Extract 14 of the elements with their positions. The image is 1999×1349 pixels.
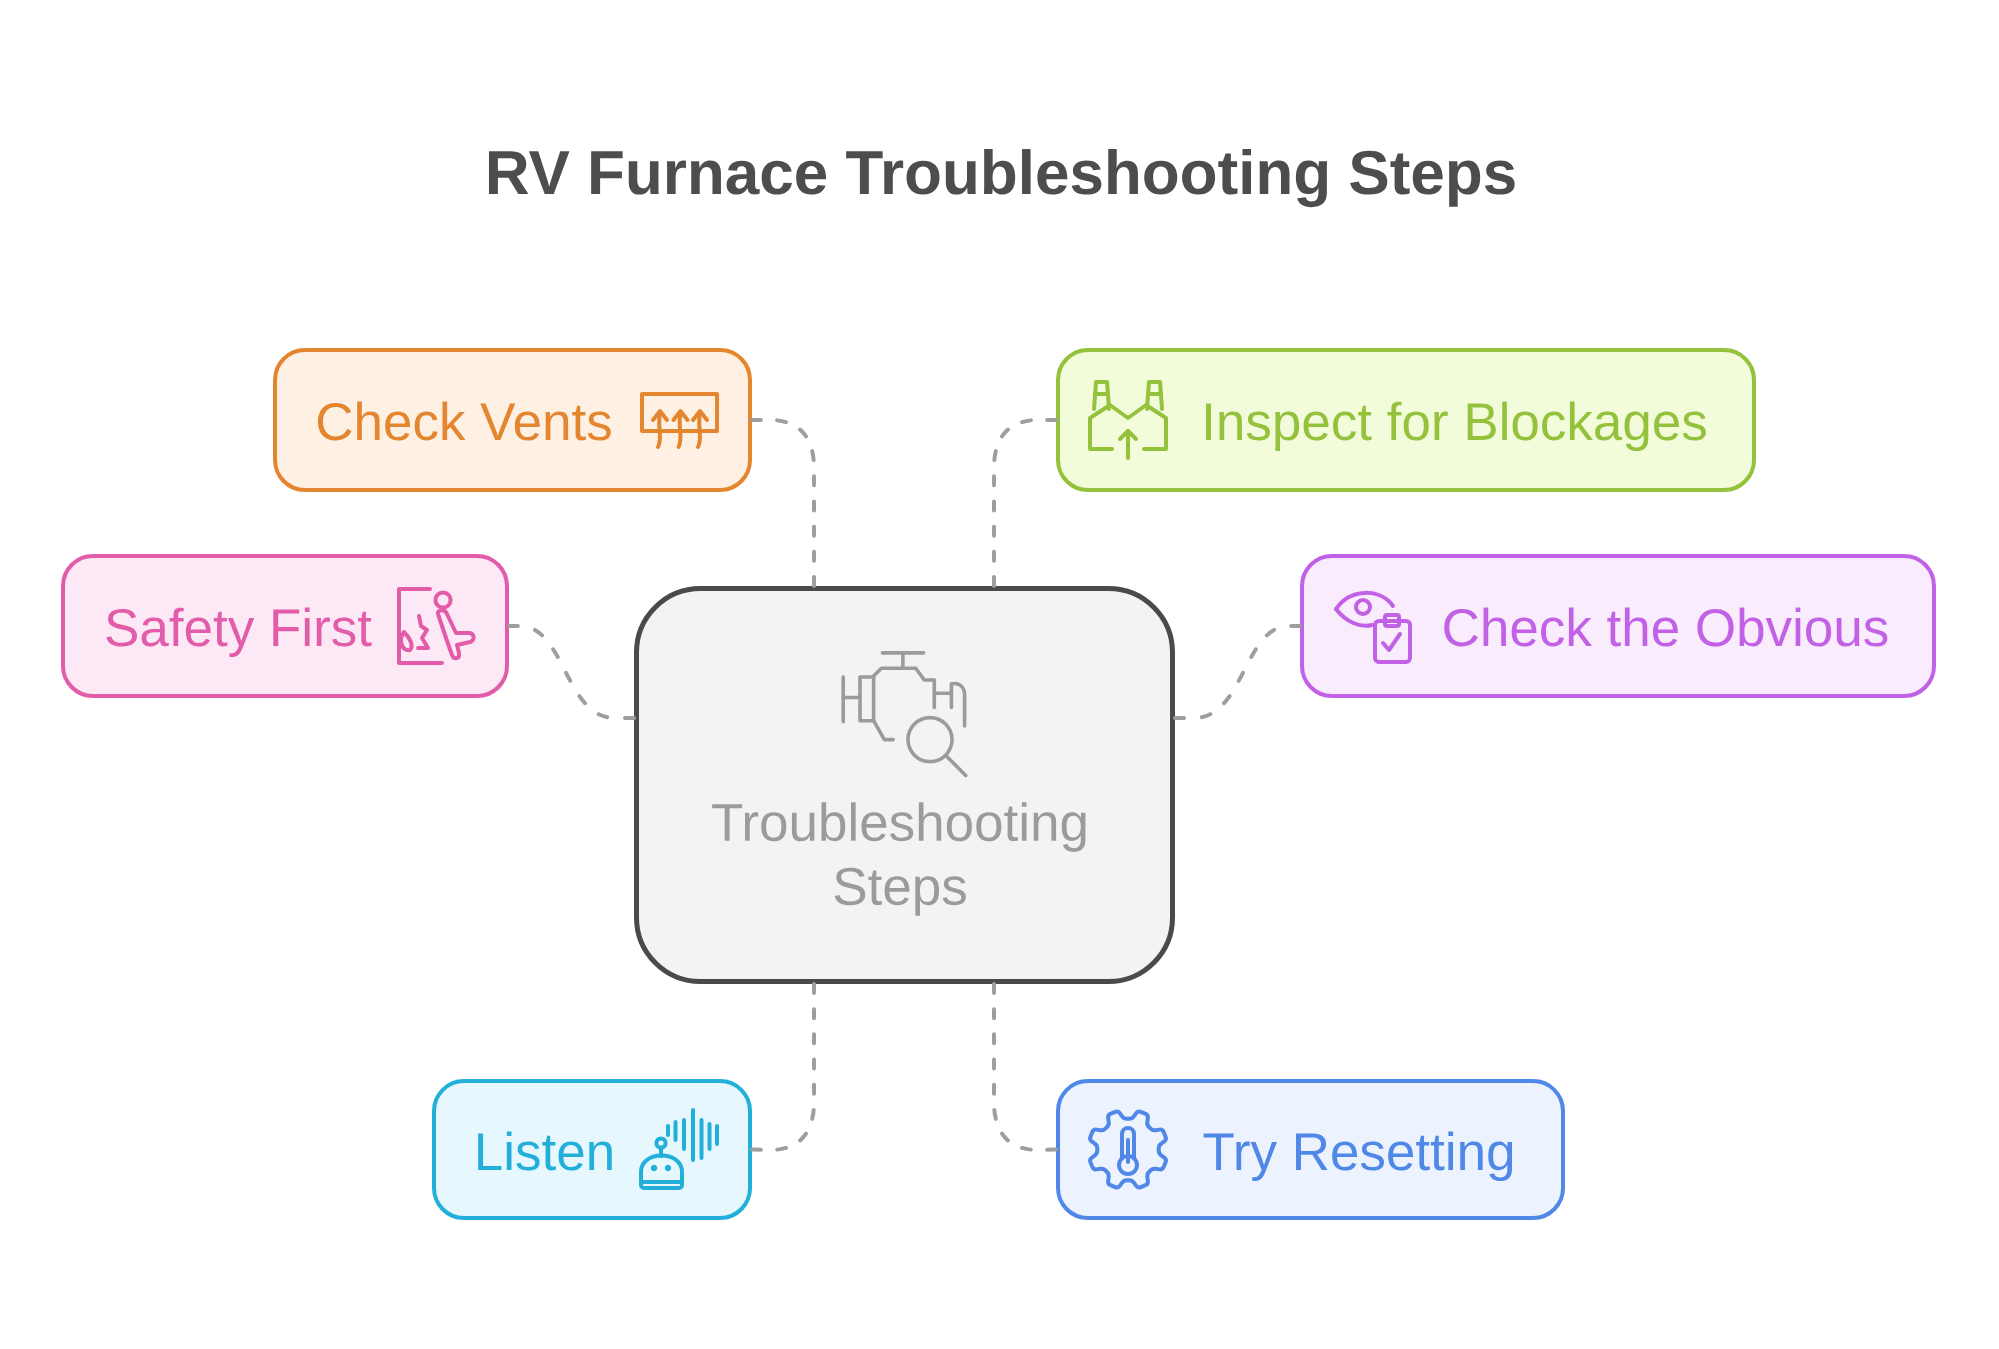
step-box: Check the Obvious bbox=[1300, 554, 1936, 698]
topic-box: Troubleshooting Steps bbox=[634, 586, 1175, 984]
connector bbox=[507, 624, 636, 720]
step-box: Check Vents bbox=[273, 348, 752, 492]
connector bbox=[992, 982, 1058, 1152]
connector bbox=[1173, 624, 1302, 720]
step-box: Safety First bbox=[61, 554, 509, 698]
connector bbox=[750, 418, 816, 588]
step-box: Try Resetting bbox=[1056, 1079, 1565, 1220]
connector bbox=[992, 418, 1058, 588]
step-box: Listen bbox=[432, 1079, 752, 1220]
connector bbox=[750, 982, 816, 1152]
step-box: Inspect for Blockages bbox=[1056, 348, 1756, 492]
title: RV Furnace Troubleshooting Steps bbox=[489, 149, 1515, 208]
